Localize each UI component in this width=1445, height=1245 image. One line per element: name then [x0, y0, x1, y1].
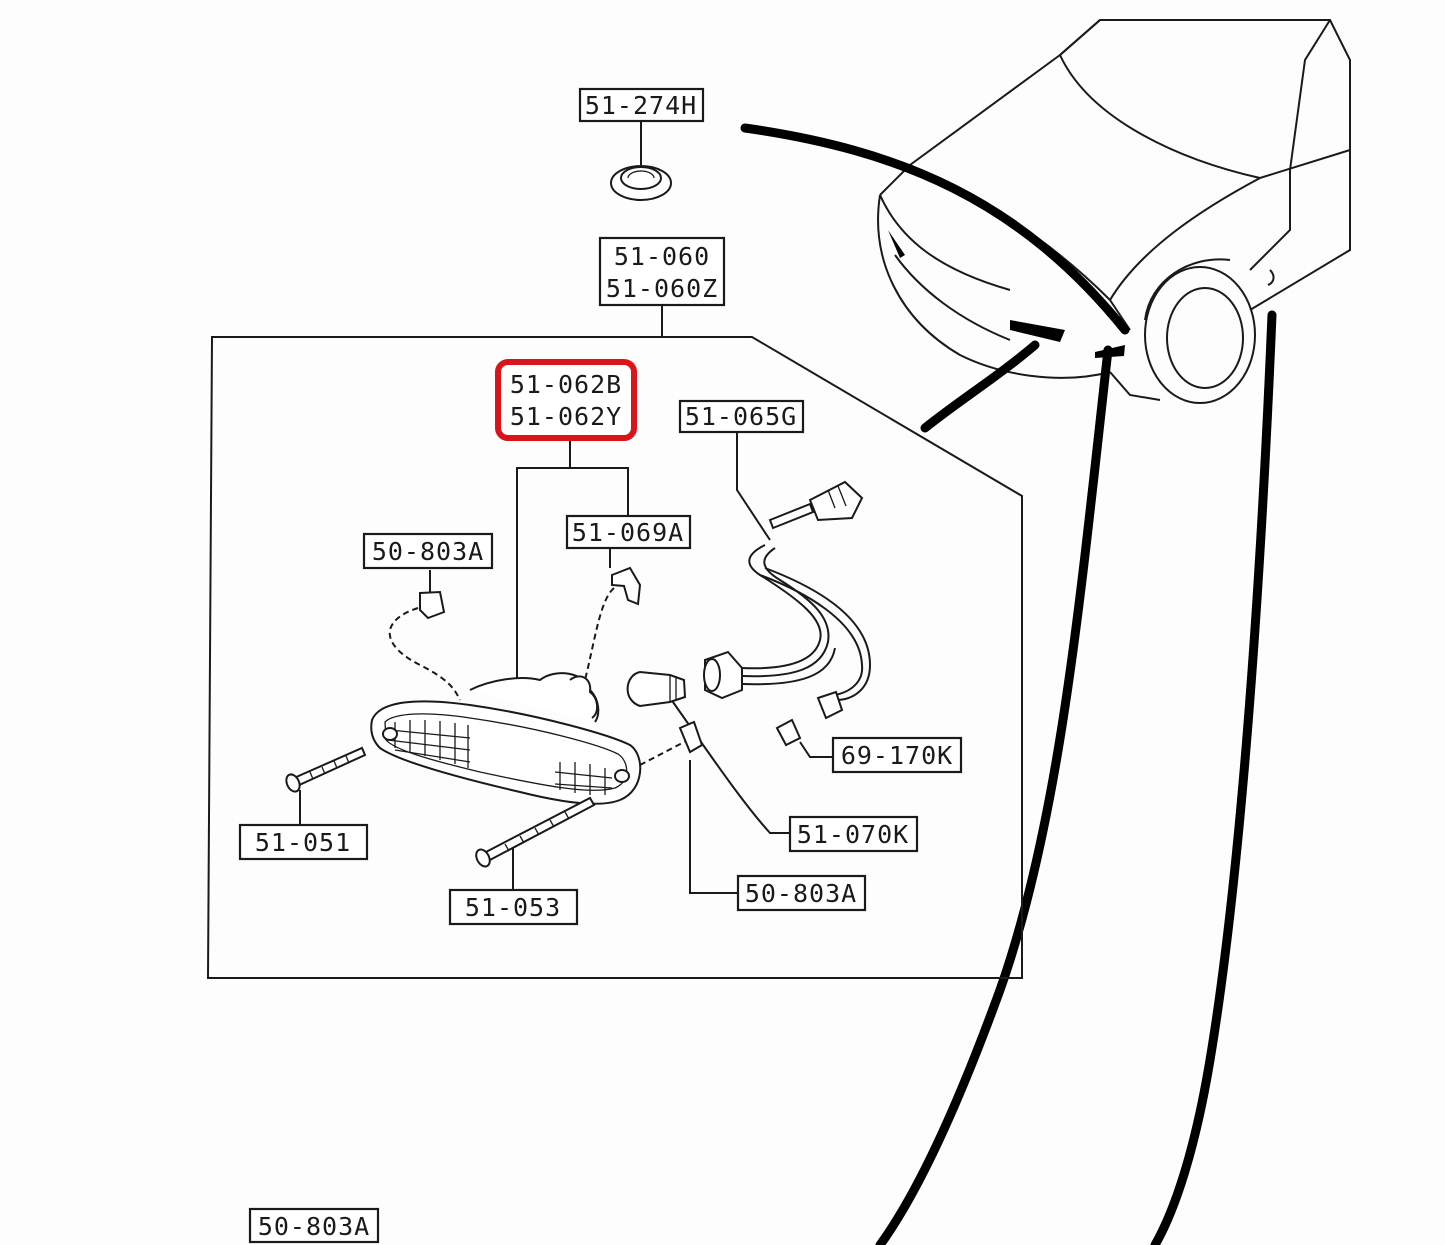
svg-text:50-803A: 50-803A	[258, 1212, 370, 1241]
grommet-part	[610, 121, 672, 201]
screw-left-part	[285, 746, 367, 793]
clip-top-right-part	[611, 566, 642, 606]
label-lamp-assembly[interactable]: 51-060 51-060Z	[598, 236, 726, 307]
callout-line-2	[1150, 310, 1277, 1245]
svg-text:50-803A: 50-803A	[745, 879, 857, 908]
label-bulb[interactable]: 51-070K	[788, 815, 919, 853]
screw-mid-part	[475, 796, 596, 868]
car-illustration	[877, 19, 1351, 404]
turn-signal-lamp	[370, 672, 642, 805]
harness-part	[703, 480, 872, 720]
label-clip-left[interactable]: 50-803A	[362, 532, 494, 570]
svg-text:51-053: 51-053	[465, 893, 561, 922]
bulb-socket-clip-part	[775, 718, 802, 747]
label-screw-mid[interactable]: 51-053	[448, 888, 579, 926]
label-harness[interactable]: 51-065G	[678, 399, 805, 434]
label-screw-left[interactable]: 51-051	[238, 823, 369, 861]
svg-text:51-051: 51-051	[255, 828, 351, 857]
callout-line-1	[875, 345, 1113, 1245]
clip-bottom-part	[678, 720, 704, 754]
svg-text:51-274H: 51-274H	[585, 91, 697, 120]
callout-arc-left	[920, 340, 1040, 433]
label-clip-top-right[interactable]: 51-069A	[565, 514, 692, 550]
svg-text:51-060Z: 51-060Z	[606, 274, 718, 303]
svg-text:51-062B: 51-062B	[510, 370, 622, 399]
svg-text:51-065G: 51-065G	[685, 402, 797, 431]
label-stray[interactable]: 50-803A	[248, 1207, 380, 1244]
clip-left-part	[419, 590, 446, 620]
svg-text:51-062Y: 51-062Y	[510, 402, 622, 431]
svg-text:51-069A: 51-069A	[572, 518, 684, 547]
svg-text:51-060: 51-060	[614, 242, 710, 271]
svg-text:50-803A: 50-803A	[372, 537, 484, 566]
svg-text:69-170K: 69-170K	[841, 741, 953, 770]
label-clip-bottom[interactable]: 50-803A	[736, 874, 867, 912]
label-bulb-socket-clip[interactable]: 69-170K	[831, 736, 963, 774]
bulb-part	[626, 670, 687, 708]
label-grommet[interactable]: 51-274H	[578, 87, 705, 123]
svg-text:51-070K: 51-070K	[797, 820, 909, 849]
callout-arc-top	[740, 123, 1130, 335]
label-lens-highlighted[interactable]: 51-062B 51-062Y	[495, 359, 637, 441]
part-labels: 51-274H 51-060 51-060Z 51-062B 51-062Y 5…	[238, 87, 963, 1244]
